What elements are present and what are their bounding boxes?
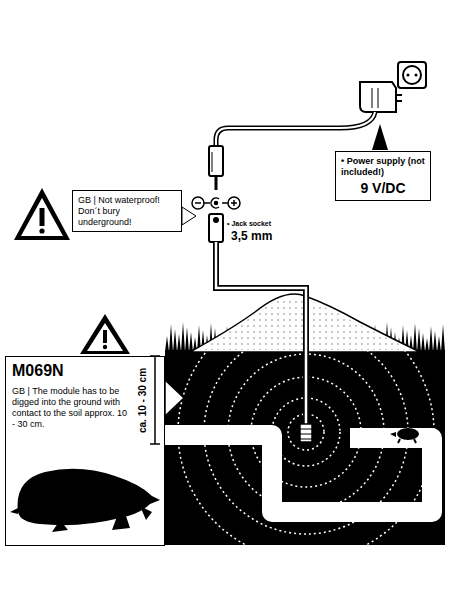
pointer bbox=[165, 380, 184, 416]
part-label: 3,5 mm bbox=[231, 229, 272, 243]
heading-text: • Power supply (not included!) bbox=[341, 156, 425, 178]
power-plug bbox=[360, 62, 426, 112]
mole-figure bbox=[10, 469, 160, 532]
jack-socket bbox=[209, 214, 223, 242]
cable bbox=[216, 242, 306, 424]
polarity-symbol bbox=[192, 197, 240, 209]
heading-text: M069N bbox=[12, 361, 158, 380]
part-label: • Jack socket bbox=[227, 220, 271, 227]
repeller-module bbox=[300, 424, 312, 442]
pointer bbox=[182, 207, 196, 225]
dimension-label: ca. 10 - 30 cm bbox=[137, 367, 148, 432]
pointer bbox=[372, 124, 388, 150]
warning-symbol bbox=[14, 188, 70, 240]
cable bbox=[216, 112, 375, 146]
callout-box: GB | Not waterproof! Don´t bury undergro… bbox=[72, 190, 182, 232]
mole-tunnel bbox=[165, 435, 432, 512]
mole bbox=[390, 428, 419, 443]
jack-plug bbox=[209, 146, 223, 190]
warning-symbol bbox=[80, 314, 130, 354]
dimension-bracket bbox=[150, 356, 160, 444]
body-text: GB | The module has to be digged into th… bbox=[12, 386, 130, 429]
callout-box: • Power supply (not included!) 9 V/DC bbox=[335, 151, 431, 201]
body-text: 9 V/DC bbox=[341, 180, 425, 197]
heading-text: GB | Not waterproof! Don´t bury undergro… bbox=[78, 195, 176, 227]
